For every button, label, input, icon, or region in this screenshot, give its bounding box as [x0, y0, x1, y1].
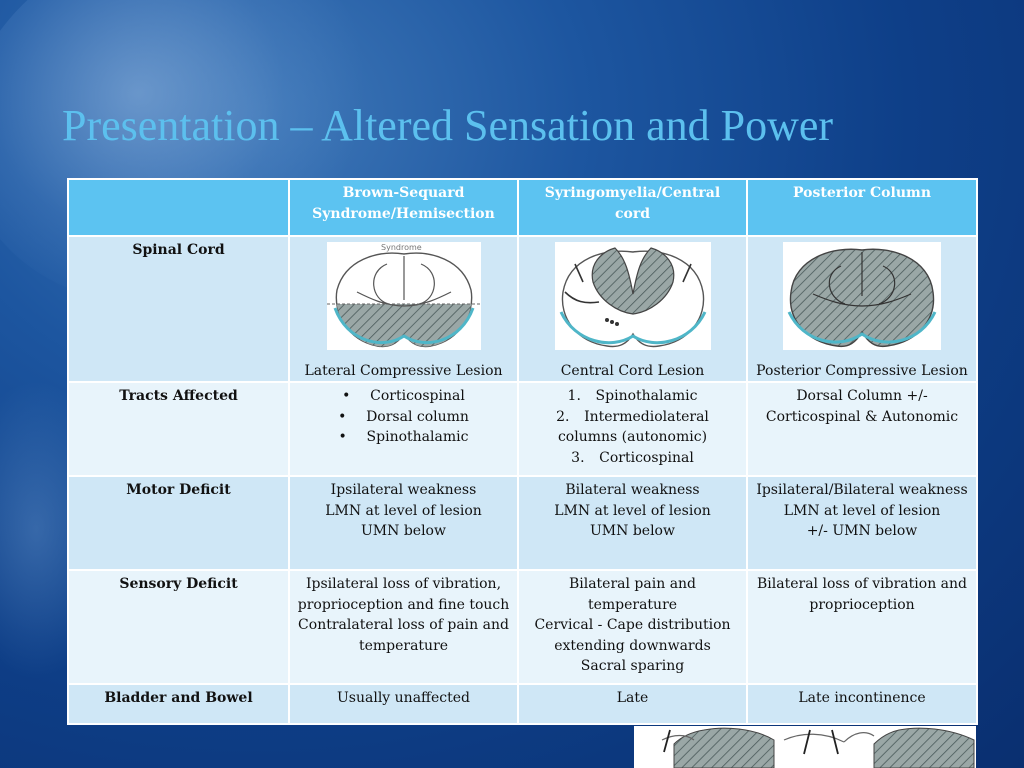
list-item: 3.Corticospinal	[571, 449, 694, 466]
table-row-bladder: Bladder and Bowel Usually unaffected Lat…	[67, 683, 978, 725]
cell-central-tracts: 1.Spinothalamic 2.Intermediolateral colu…	[517, 381, 748, 477]
row-label-tracts: Tracts Affected	[67, 381, 290, 477]
header-syringomyelia: Syringomyelia/Central cord	[517, 178, 748, 237]
caption-central-lesion: Central Cord Lesion	[560, 362, 705, 379]
header-empty	[67, 178, 290, 237]
cell-brown-spinal-cord: Syndrome Lateral Compressive Lesion	[288, 235, 519, 383]
cell-posterior-spinal-cord: Posterior Compressive Lesion	[746, 235, 978, 383]
cell-brown-tracts: •Corticospinal •Dorsal column •Spinothal…	[288, 381, 519, 477]
table-row-sensory: Sensory Deficit Ipsilateral loss of vibr…	[67, 569, 978, 685]
row-label-spinal-cord: Spinal Cord	[67, 235, 290, 383]
list-item: •Spinothalamic	[338, 429, 469, 445]
list-item: 2.Intermediolateral columns (autonomic)	[556, 408, 709, 446]
cell-brown-bladder: Usually unaffected	[288, 683, 519, 725]
cell-posterior-bladder: Late incontinence	[746, 683, 978, 725]
comparison-table: Brown-Sequard Syndrome/Hemisection Syrin…	[67, 178, 978, 725]
slide-title: Presentation – Altered Sensation and Pow…	[62, 101, 834, 150]
svg-text:Syndrome: Syndrome	[381, 243, 422, 252]
cell-central-spinal-cord: Central Cord Lesion	[517, 235, 748, 383]
posterior-lesion-cord-diagram	[783, 242, 941, 350]
cell-brown-sensory: Ipsilateral loss of vibration, proprioce…	[288, 569, 519, 685]
cell-central-bladder: Late	[517, 683, 748, 725]
table-row-tracts: Tracts Affected •Corticospinal •Dorsal c…	[67, 381, 978, 477]
cell-posterior-tracts: Dorsal Column +/- Corticospinal & Autono…	[746, 381, 978, 477]
lateral-lesion-cord-diagram: Syndrome	[326, 242, 481, 350]
table-row-spinal-cord: Spinal Cord Syndrome Lateral Compressive…	[67, 235, 978, 383]
row-label-sensory: Sensory Deficit	[67, 569, 290, 685]
header-brown-sequard: Brown-Sequard Syndrome/Hemisection	[288, 178, 519, 237]
header-posterior-column: Posterior Column	[746, 178, 978, 237]
row-label-bladder: Bladder and Bowel	[67, 683, 290, 725]
caption-posterior-lesion: Posterior Compressive Lesion	[756, 362, 968, 379]
cell-posterior-sensory: Bilateral loss of vibration and proprioc…	[746, 569, 978, 685]
list-item: •Corticospinal	[342, 388, 465, 404]
central-lesion-cord-diagram	[554, 242, 711, 350]
list-item: 1.Spinothalamic	[567, 388, 698, 404]
row-label-motor: Motor Deficit	[67, 475, 290, 571]
caption-lateral-lesion: Lateral Compressive Lesion	[304, 362, 503, 379]
table-header-row: Brown-Sequard Syndrome/Hemisection Syrin…	[67, 178, 978, 237]
list-item: •Dorsal column	[338, 408, 469, 425]
cord-diagram-strip	[634, 726, 976, 768]
